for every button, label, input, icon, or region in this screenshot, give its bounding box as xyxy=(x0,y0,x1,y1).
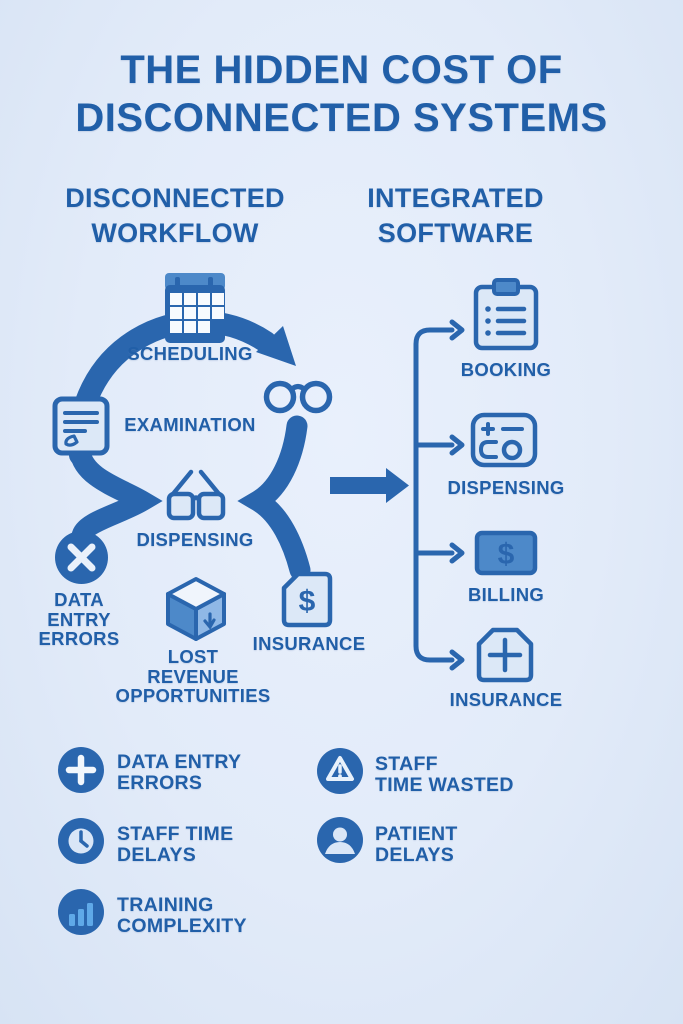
step-label-dispensing: DISPENSING xyxy=(136,529,254,550)
page-title-line1: THE HIDDEN COST OF xyxy=(120,48,563,92)
pp-lr-line3: OPPORTUNITIES xyxy=(115,685,271,706)
dollar-document-icon: $ xyxy=(281,571,333,628)
page-title-line2: DISCONNECTED SYSTEMS xyxy=(75,96,608,140)
cost-std-line2: DELAYS xyxy=(117,843,197,866)
person-icon xyxy=(316,816,364,864)
item-label-billing: BILLING xyxy=(467,584,545,605)
pp-lr-line1: LOST xyxy=(167,646,219,667)
svg-text:$: $ xyxy=(498,538,515,571)
right-header-line1: INTEGRATED xyxy=(367,183,544,213)
left-header-line2: WORKFLOW xyxy=(91,218,259,248)
cost-staff-time-wasted: STAFF TIME WASTED xyxy=(375,754,605,795)
warning-icon xyxy=(316,747,364,795)
pp-dee-line1: DATA xyxy=(54,589,104,610)
step-label-examination: EXAMINATION xyxy=(124,414,256,435)
step-label-scheduling: SCHEDULING xyxy=(127,343,253,364)
pp-dee-line2: ENTRY xyxy=(47,608,111,630)
pain-point-data-entry-errors: DATA ENTRY ERRORS xyxy=(18,590,140,649)
cost-tc-line2: COMPLEXITY xyxy=(117,914,247,937)
svg-text:$: $ xyxy=(299,585,316,618)
dispensing-module-icon xyxy=(470,412,538,468)
dollar-card-icon: $ xyxy=(474,530,538,576)
cost-std-line1: STAFF TIME xyxy=(117,823,234,845)
right-column-header: INTEGRATED SOFTWARE xyxy=(303,181,608,251)
cost-data-entry-errors: DATA ENTRY ERRORS xyxy=(117,752,347,793)
calendar-icon xyxy=(162,271,228,345)
item-label-insurance: INSURANCE xyxy=(449,689,563,710)
transform-arrow xyxy=(330,468,409,503)
plus-circle-icon xyxy=(57,746,105,794)
cost-dee-line1: DATA ENTRY xyxy=(117,751,242,773)
integration-branch-connector xyxy=(413,319,465,671)
pp-dee-line3: ERRORS xyxy=(38,628,120,649)
round-glasses-icon xyxy=(262,372,334,416)
cost-stw-line2: TIME WASTED xyxy=(375,773,514,796)
pp-lr-line2: REVENUE xyxy=(147,665,239,687)
eyeglasses-icon xyxy=(165,466,227,526)
item-label-booking: BOOKING xyxy=(460,359,552,380)
page-title: THE HIDDEN COST OF DISCONNECTED SYSTEMS xyxy=(0,46,683,142)
cost-dee-line2: ERRORS xyxy=(117,771,203,794)
cost-tc-line1: TRAINING xyxy=(117,894,214,916)
clock-icon xyxy=(57,817,105,865)
cost-training-complexity: TRAINING COMPLEXITY xyxy=(117,895,347,936)
cube-icon xyxy=(165,576,227,642)
cost-patient-delays: PATIENT DELAYS xyxy=(375,824,605,865)
left-column-header: DISCONNECTED WORKFLOW xyxy=(20,181,330,251)
cost-pd-line1: PATIENT xyxy=(375,823,458,845)
pain-point-lost-revenue: LOST REVENUE OPPORTUNITIES xyxy=(102,647,284,706)
item-label-dispensing: DISPENSING xyxy=(447,477,565,498)
pain-point-insurance: INSURANCE xyxy=(252,633,366,654)
x-circle-icon xyxy=(53,529,110,586)
document-notes-icon xyxy=(52,396,110,456)
cost-stw-line1: STAFF xyxy=(375,753,438,775)
cost-staff-time-delays: STAFF TIME DELAYS xyxy=(117,824,347,865)
shield-plus-icon xyxy=(476,627,534,684)
bar-chart-icon xyxy=(57,888,105,936)
left-header-line1: DISCONNECTED xyxy=(65,183,285,213)
cost-pd-line2: DELAYS xyxy=(375,843,455,866)
clipboard-list-icon xyxy=(473,277,539,351)
right-header-line2: SOFTWARE xyxy=(377,218,534,248)
